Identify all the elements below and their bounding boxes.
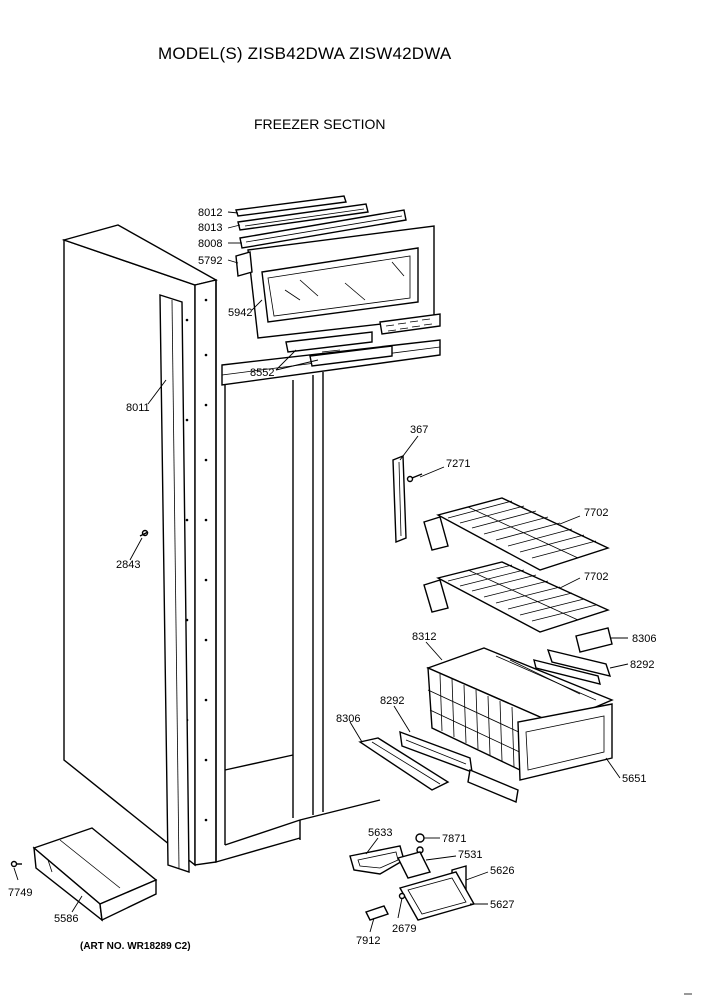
callout-2843: 2843 bbox=[116, 559, 140, 571]
art-number: (ART NO. WR18289 C2) bbox=[80, 941, 191, 952]
callout-8013: 8013 bbox=[198, 222, 222, 234]
wire-shelf-7702-lower bbox=[423, 561, 610, 633]
callout-8306-right: 8306 bbox=[632, 633, 656, 645]
callout-5627: 5627 bbox=[490, 899, 514, 911]
screw-7749 bbox=[10, 860, 22, 868]
callout-8312: 8312 bbox=[412, 631, 436, 643]
callout-8008: 8008 bbox=[198, 238, 222, 250]
callout-5942: 5942 bbox=[228, 307, 252, 319]
callout-5651: 5651 bbox=[622, 773, 646, 785]
top-trim-strips bbox=[235, 195, 407, 249]
section-title: FREEZER SECTION bbox=[254, 116, 386, 132]
callout-8011: 8011 bbox=[126, 402, 150, 414]
callout-7271: 7271 bbox=[446, 458, 470, 470]
callout-7871: 7871 bbox=[442, 833, 466, 845]
callout-5586: 5586 bbox=[54, 913, 78, 925]
bottom-hardware bbox=[349, 833, 476, 921]
callout-labels: 8012 8013 8008 5792 5942 8552 8011 2843 … bbox=[8, 207, 656, 947]
callout-2679: 2679 bbox=[392, 923, 416, 935]
bottom-cover-5586 bbox=[32, 827, 158, 922]
callout-7749: 7749 bbox=[8, 887, 32, 899]
trim-strip-8011 bbox=[159, 294, 190, 873]
side-panel-8306 bbox=[358, 737, 450, 791]
callout-8552: 8552 bbox=[250, 367, 274, 379]
callout-367: 367 bbox=[410, 424, 428, 436]
slide-rail-right bbox=[533, 627, 613, 685]
model-title: MODEL(S) ZISB42DWA ZISW42DWA bbox=[158, 44, 452, 63]
callout-8012: 8012 bbox=[198, 207, 222, 219]
callout-7531: 7531 bbox=[458, 849, 482, 861]
callout-8292-left: 8292 bbox=[380, 695, 404, 707]
callout-leaders bbox=[13, 211, 629, 933]
callout-8292-right: 8292 bbox=[630, 659, 654, 671]
callout-7702-upper: 7702 bbox=[584, 507, 608, 519]
callout-7702-lower: 7702 bbox=[584, 571, 608, 583]
callout-5633: 5633 bbox=[368, 827, 392, 839]
screw-7271 bbox=[406, 473, 423, 483]
light-diffuser-5942 bbox=[235, 225, 441, 339]
callout-5626: 5626 bbox=[490, 865, 514, 877]
callout-5792: 5792 bbox=[198, 255, 222, 267]
wire-basket-8312 bbox=[426, 647, 614, 781]
callout-8306-left: 8306 bbox=[336, 713, 360, 725]
wire-shelf-7702-upper bbox=[423, 497, 610, 571]
shelf-support-367 bbox=[392, 454, 407, 544]
screw-2843 bbox=[139, 529, 149, 537]
slide-rail-left bbox=[399, 730, 519, 803]
light-bracket-8552 bbox=[285, 331, 393, 367]
callout-7912: 7912 bbox=[356, 935, 380, 947]
